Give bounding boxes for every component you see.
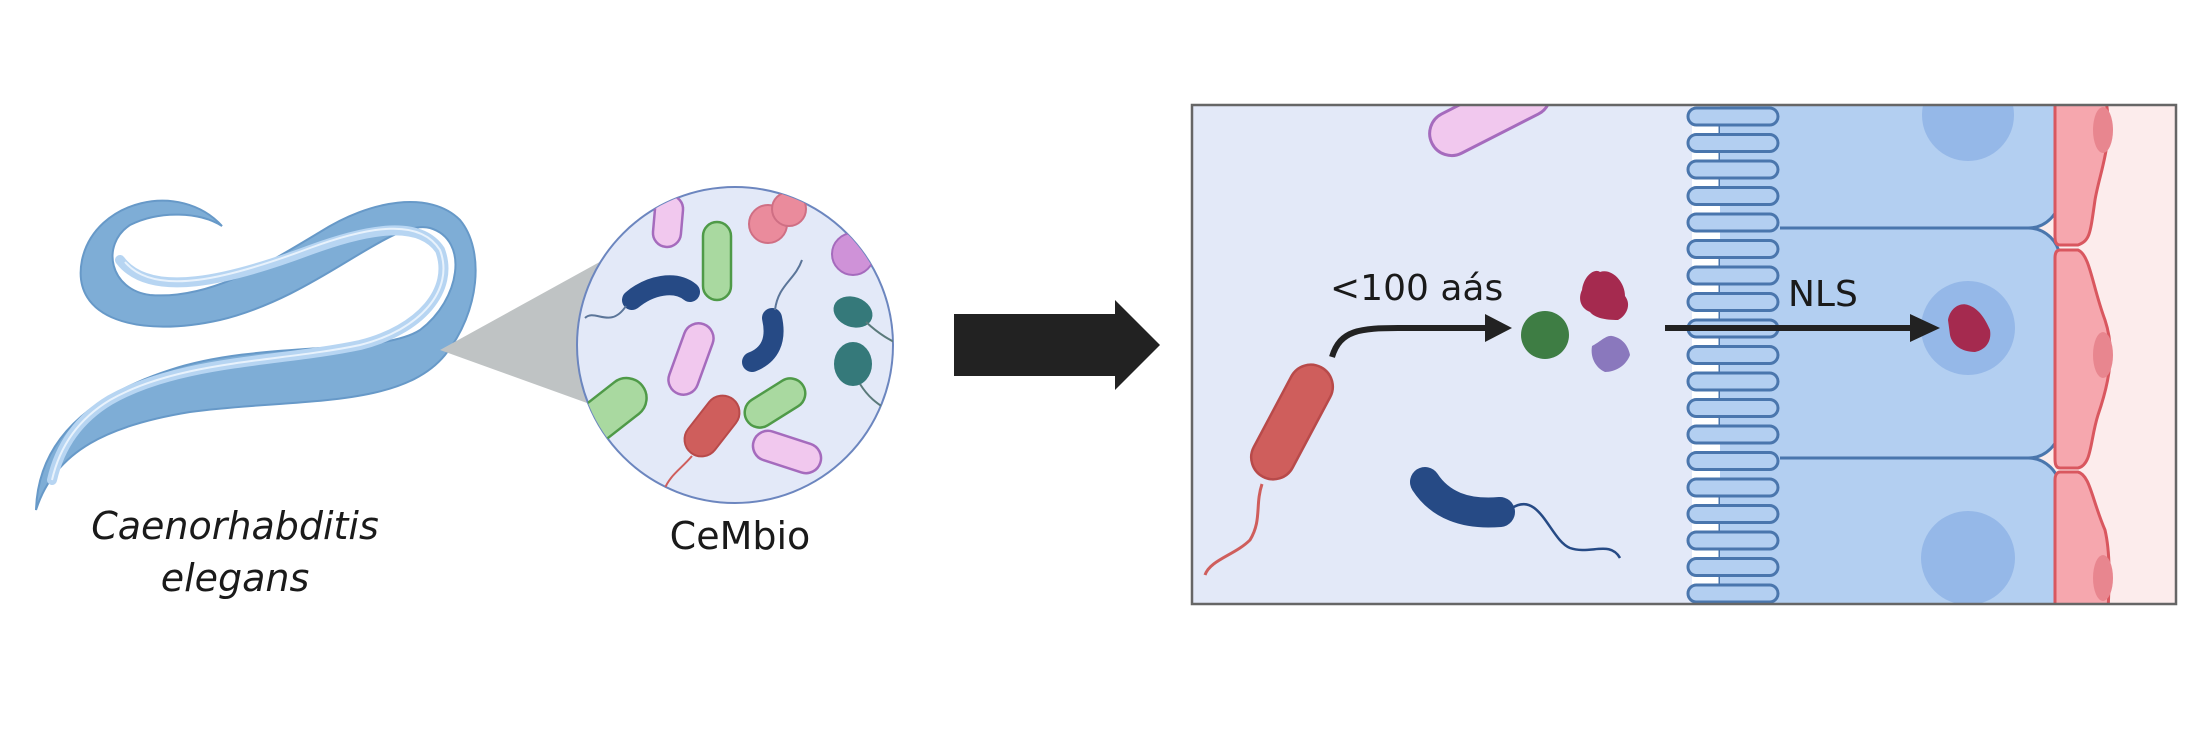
muscle-nucleus — [2093, 107, 2113, 153]
bacterium-teal-oval — [834, 342, 872, 386]
bacterium-pink-rod — [1428, 105, 1552, 158]
microvillus — [1686, 477, 1780, 498]
cell-nucleus — [1922, 105, 2014, 161]
muscle-nucleus — [2093, 332, 2113, 378]
flagellum — [663, 455, 693, 491]
bacterium-pink-rod — [751, 429, 823, 475]
microvillus — [1686, 159, 1780, 180]
organism-label: Caenorhabditis elegans — [40, 500, 430, 604]
muscle-nucleus — [2093, 555, 2113, 601]
nls-label: NLS — [1788, 274, 1858, 315]
microvillus — [1686, 371, 1780, 392]
microvillus — [1686, 504, 1780, 524]
c-elegans-worm-icon — [35, 199, 477, 511]
microvillus — [1686, 292, 1780, 312]
protein-red — [1580, 270, 1629, 320]
bacterium-green-rod — [743, 377, 807, 429]
panel-border — [1190, 103, 2178, 606]
bacterium-red-rod — [1249, 363, 1335, 481]
microvillus — [1686, 424, 1780, 445]
cell-nucleus — [1921, 511, 2015, 604]
protein-purple — [1591, 335, 1630, 372]
flagellum — [774, 259, 803, 311]
bacterium-blue-vibrio — [1410, 467, 1515, 528]
microvillus — [1686, 212, 1780, 233]
microvillus — [1686, 133, 1780, 153]
bacterium-pink-rod — [651, 193, 685, 249]
microvillus — [1686, 106, 1780, 127]
secretion-arrow — [1329, 325, 1488, 358]
organism-label-genus: Caenorhabditis — [91, 504, 379, 548]
protein-green — [1521, 311, 1569, 359]
worm-shine — [51, 227, 445, 481]
bacterium-pink-coccus — [771, 191, 807, 227]
organism-label-species: elegans — [160, 556, 310, 600]
flagellum — [1203, 483, 1264, 576]
microvilli — [1686, 106, 1780, 604]
flagellum — [584, 305, 627, 319]
worm-body — [35, 199, 477, 511]
arrowhead-icon — [1485, 314, 1512, 342]
bacterium-red-rod — [683, 394, 741, 458]
microvillus — [1686, 345, 1780, 365]
bacterium-pink-rod — [667, 322, 715, 396]
microvillus — [1686, 398, 1780, 418]
flagellum — [1511, 503, 1622, 559]
microvillus — [1686, 530, 1780, 551]
microvillus — [1686, 186, 1780, 206]
microvillus — [1686, 557, 1780, 577]
microbiome-label: CeMbio — [669, 514, 811, 558]
muscle-cell — [2053, 248, 2112, 470]
intestine-panel — [1190, 103, 2178, 606]
bacterium-teal-oval — [833, 296, 873, 328]
bacterium-blue-vibrio — [622, 275, 700, 310]
cembio-magnified-view — [576, 186, 894, 504]
secretion-label: <100 aás — [1330, 268, 1504, 309]
bacterium-green-rod — [701, 220, 733, 302]
microvillus — [1686, 265, 1780, 286]
big-right-arrow-icon — [954, 300, 1160, 390]
arrowhead-icon — [1910, 314, 1940, 342]
protein-red-in-nucleus — [1948, 304, 1991, 352]
bacterium-blue-vibrio — [742, 308, 784, 372]
microvillus — [1686, 583, 1780, 604]
microvillus — [1686, 451, 1780, 471]
microvillus — [1686, 239, 1780, 259]
